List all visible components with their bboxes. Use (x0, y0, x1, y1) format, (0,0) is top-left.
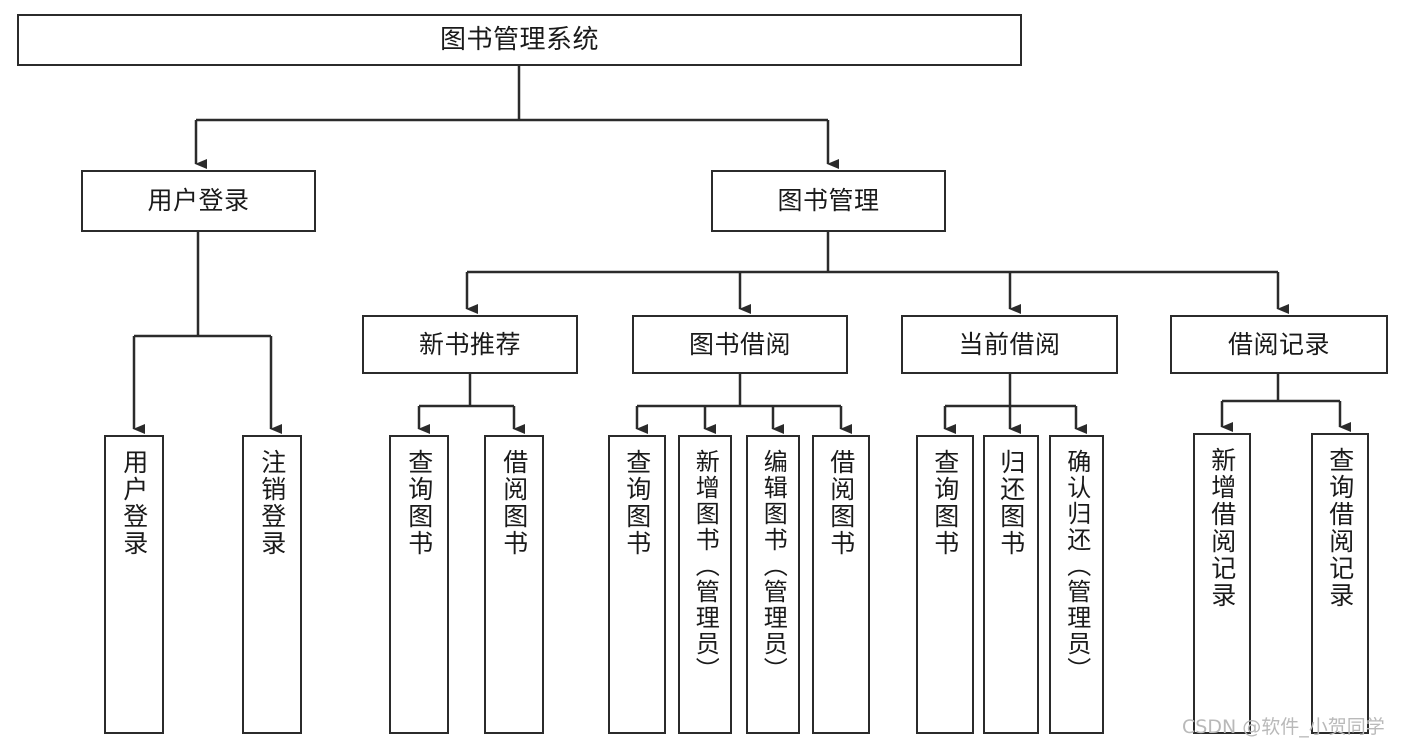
node-book-management[interactable]: 图书管理 (711, 170, 946, 232)
node-label: 当前借阅 (958, 329, 1061, 359)
node-root-book-management-system[interactable]: 图书管理系统 (17, 14, 1022, 66)
leaf-borrow-borrow-book[interactable]: 借阅图书 (812, 435, 870, 734)
node-borrow-record[interactable]: 借阅记录 (1170, 315, 1388, 374)
leaf-new-book-borrow[interactable]: 借阅图书 (484, 435, 544, 734)
node-label: 借阅图书 (499, 449, 529, 557)
node-new-book-recommend[interactable]: 新书推荐 (362, 315, 578, 374)
node-label: 查询图书 (622, 449, 652, 557)
node-label: 注销登录 (257, 449, 287, 557)
leaf-current-confirm-return-admin[interactable]: 确认归还（管理员） (1049, 435, 1104, 734)
leaf-borrow-add-book-admin[interactable]: 新增图书（管理员） (678, 435, 732, 734)
node-label: 编辑图书（管理员） (759, 449, 788, 683)
node-user-login[interactable]: 用户登录 (81, 170, 316, 232)
node-label: 用户登录 (119, 449, 149, 557)
leaf-borrow-query-book[interactable]: 查询图书 (608, 435, 666, 734)
leaf-user-login-logout[interactable]: 注销登录 (242, 435, 302, 734)
node-book-borrow[interactable]: 图书借阅 (632, 315, 848, 374)
node-label: 新增图书（管理员） (691, 449, 720, 683)
leaf-user-login-login[interactable]: 用户登录 (104, 435, 164, 734)
node-label: 用户登录 (147, 186, 250, 216)
leaf-borrow-edit-book-admin[interactable]: 编辑图书（管理员） (746, 435, 800, 734)
node-label: 图书借阅 (688, 329, 791, 359)
leaf-new-book-query[interactable]: 查询图书 (389, 435, 449, 734)
leaf-current-return-book[interactable]: 归还图书 (983, 435, 1039, 734)
node-label: 借阅图书 (826, 449, 856, 557)
node-label: 查询图书 (404, 449, 434, 557)
node-label: 查询借阅记录 (1325, 447, 1355, 609)
node-label: 查询图书 (930, 449, 960, 557)
node-label: 确认归还（管理员） (1062, 449, 1091, 683)
leaf-record-query-record[interactable]: 查询借阅记录 (1311, 433, 1369, 734)
node-label: 借阅记录 (1227, 329, 1330, 359)
node-current-borrow[interactable]: 当前借阅 (901, 315, 1118, 374)
node-label: 归还图书 (996, 449, 1026, 557)
node-label: 图书管理 (777, 186, 880, 216)
node-label: 新增借阅记录 (1207, 447, 1237, 609)
leaf-record-add-record[interactable]: 新增借阅记录 (1193, 433, 1251, 734)
node-label: 图书管理系统 (439, 24, 599, 55)
node-label: 新书推荐 (418, 329, 521, 359)
csdn-watermark: CSDN @软件_小贺同学 (1182, 716, 1385, 738)
leaf-current-query-book[interactable]: 查询图书 (916, 435, 974, 734)
